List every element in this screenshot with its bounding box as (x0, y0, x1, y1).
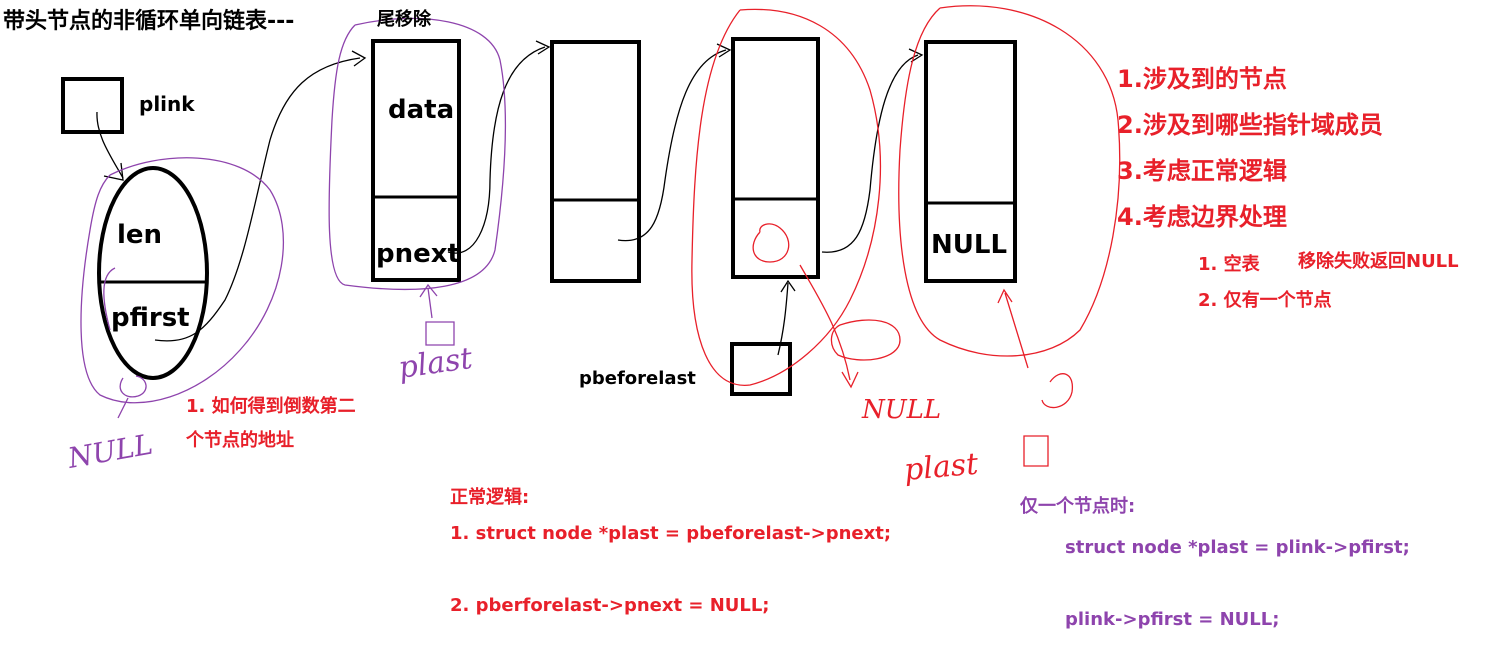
step-3: 3.考虑正常逻辑 (1117, 157, 1287, 185)
step-4: 4.考虑边界处理 (1117, 203, 1287, 231)
len-label: len (117, 220, 162, 250)
single-node-title: 仅一个节点时: (1020, 496, 1136, 517)
node3-next-to-null (799, 264, 851, 381)
boundary-empty: 1. 空表 (1198, 254, 1260, 275)
node1-circle (328, 17, 507, 291)
data-label: data (388, 95, 454, 125)
pnext-label: pnext (376, 239, 460, 269)
null-node-label: NULL (931, 230, 1007, 260)
pbeforelast-box (730, 342, 792, 396)
plast-purple-box (425, 321, 455, 346)
node4-circle (898, 5, 1121, 357)
plink-arrowhead (103, 162, 124, 181)
null-left-handwritten: NULL (65, 428, 156, 475)
node3-pnext-mark (752, 223, 790, 263)
null-left-pointer (117, 397, 129, 419)
question-line-1: 1. 如何得到倒数第二 (186, 396, 356, 417)
diagram-title: 带头节点的非循环单向链表--- (3, 9, 295, 34)
head-node-ellipse (97, 166, 209, 380)
pfirst-arrow (154, 57, 361, 342)
step-2: 2.涉及到哪些指针域成员 (1117, 111, 1383, 139)
pbeforelast-arrow (777, 282, 789, 356)
node1-next-arrowhead (535, 40, 551, 55)
step1-circle (1041, 373, 1073, 409)
normal-logic-code-1: 1. struct node *plast = pbeforelast->pne… (450, 523, 892, 544)
normal-logic-title: 正常逻辑: (450, 487, 530, 508)
node1-next-arrow (447, 46, 546, 254)
pfirst-label: pfirst (111, 303, 190, 333)
node3-next-arrow (821, 54, 919, 253)
step-1: 1.涉及到的节点 (1117, 65, 1287, 93)
head-node-circle (80, 157, 285, 404)
node3-next-arrowhead (908, 48, 924, 63)
plink-label: plink (139, 92, 195, 116)
pointer-arrows (96, 40, 924, 356)
node2-box (550, 40, 641, 283)
node3-box (731, 37, 820, 279)
plast-purple-handwritten: plast (396, 341, 475, 386)
plast-red-arrow (997, 288, 1029, 369)
node4-box (924, 40, 1017, 283)
question-line-2: 个节点的地址 (186, 430, 294, 451)
pfirst-small-circle (119, 375, 147, 398)
normal-logic-code-2: 2. pberforelast->pnext = NULL; (450, 595, 770, 616)
pfirst-mark (103, 267, 116, 331)
purple-annotations (80, 17, 507, 419)
plink-box (61, 77, 124, 134)
plast-red-handwritten: plast (903, 447, 981, 488)
pfirst-arrowhead (351, 50, 367, 67)
pbeforelast-label: pbeforelast (579, 368, 696, 389)
red-annotations (691, 5, 1121, 467)
plast-purple-arrow (419, 283, 438, 319)
node2-next-arrow (617, 49, 727, 242)
plink-arrow (96, 111, 124, 179)
null-mid-handwritten: NULL (861, 395, 941, 425)
plast-red-box (1023, 435, 1049, 467)
step2-circle (830, 319, 901, 361)
diagram-subtitle: 尾移除 (377, 9, 431, 30)
single-node-code-1: struct node *plast = plink->pfirst; (1065, 537, 1410, 558)
node3-null-arrowhead (841, 371, 859, 389)
node2-next-arrowhead (716, 43, 732, 58)
node3-circle (691, 8, 882, 386)
node1-box (371, 39, 461, 282)
single-node-code-2: plink->pfirst = NULL; (1065, 609, 1280, 630)
boundary-single: 2. 仅有一个节点 (1198, 290, 1332, 311)
pbeforelast-arrowhead (780, 279, 796, 293)
boundary-empty-note: 移除失败返回NULL (1298, 251, 1459, 272)
